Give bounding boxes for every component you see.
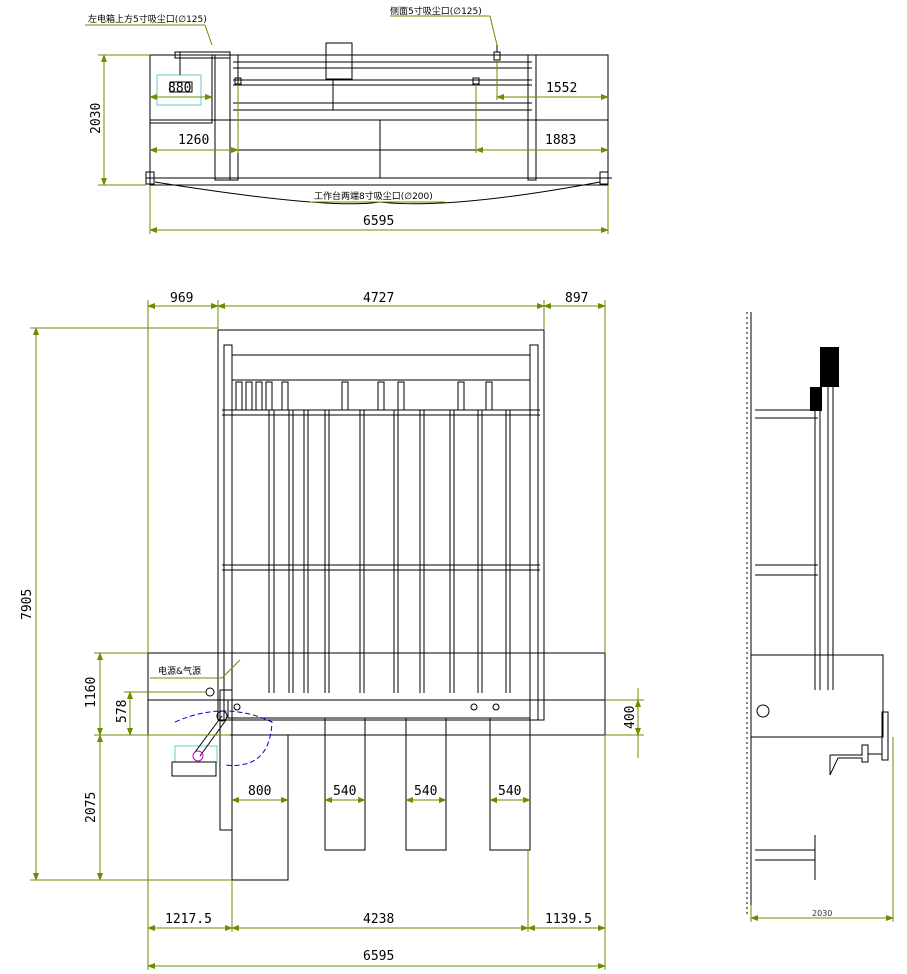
- dim-897: 897: [565, 291, 588, 306]
- dim-540-b: 540: [414, 784, 437, 799]
- dim-1139-5: 1139.5: [545, 912, 592, 927]
- dim-6595-plan: 6595: [363, 949, 394, 964]
- side-motor-block: [820, 347, 839, 387]
- top-view-dimensions: [85, 15, 609, 234]
- table-ends-port-label: 工作台两端8寸吸尘口(∅200): [314, 190, 433, 202]
- dim-6595-top: 6595: [363, 214, 394, 229]
- dim-4727: 4727: [363, 291, 394, 306]
- plan-view-dimensions: [30, 300, 644, 970]
- dim-2030-side: 2030: [812, 909, 832, 918]
- dim-2075: 2075: [84, 792, 99, 823]
- dim-1260: 1260: [178, 133, 209, 148]
- dim-540-c: 540: [498, 784, 521, 799]
- dim-2030-top: 2030: [89, 103, 104, 134]
- dim-540-a: 540: [333, 784, 356, 799]
- dim-4238: 4238: [363, 912, 394, 927]
- robot-joint-mark: [192, 750, 204, 762]
- plan-view: [147, 329, 606, 881]
- plan-view-labels: 969 4727 897 7905 1160 578 400 2075 电源&气…: [20, 291, 638, 964]
- dim-1217-5: 1217.5: [165, 912, 212, 927]
- dim-7905: 7905: [20, 589, 35, 620]
- dim-1883: 1883: [545, 133, 576, 148]
- dim-969: 969: [170, 291, 193, 306]
- top-elevation-view: [145, 42, 612, 205]
- side-motor-mount: [810, 387, 822, 411]
- left-cabinet-port-label: 左电箱上方5寸吸尘口(∅125): [88, 13, 207, 25]
- side-port-label: 侧面5寸吸尘口(∅125): [390, 5, 482, 17]
- side-view-dimensions: [750, 737, 894, 922]
- dim-1552: 1552: [546, 81, 577, 96]
- side-view: [746, 312, 889, 915]
- robot-reach-arc: [174, 710, 273, 766]
- dim-1160: 1160: [84, 677, 99, 708]
- top-view-labels: 左电箱上方5寸吸尘口(∅125) 侧面5寸吸尘口(∅125) 工作台两端8寸吸尘…: [88, 5, 577, 229]
- dim-578: 578: [115, 700, 130, 723]
- dim-880: 880: [168, 81, 191, 96]
- dim-800: 800: [248, 784, 271, 799]
- dim-400: 400: [623, 706, 638, 729]
- power-air-label: 电源&气源: [158, 665, 201, 677]
